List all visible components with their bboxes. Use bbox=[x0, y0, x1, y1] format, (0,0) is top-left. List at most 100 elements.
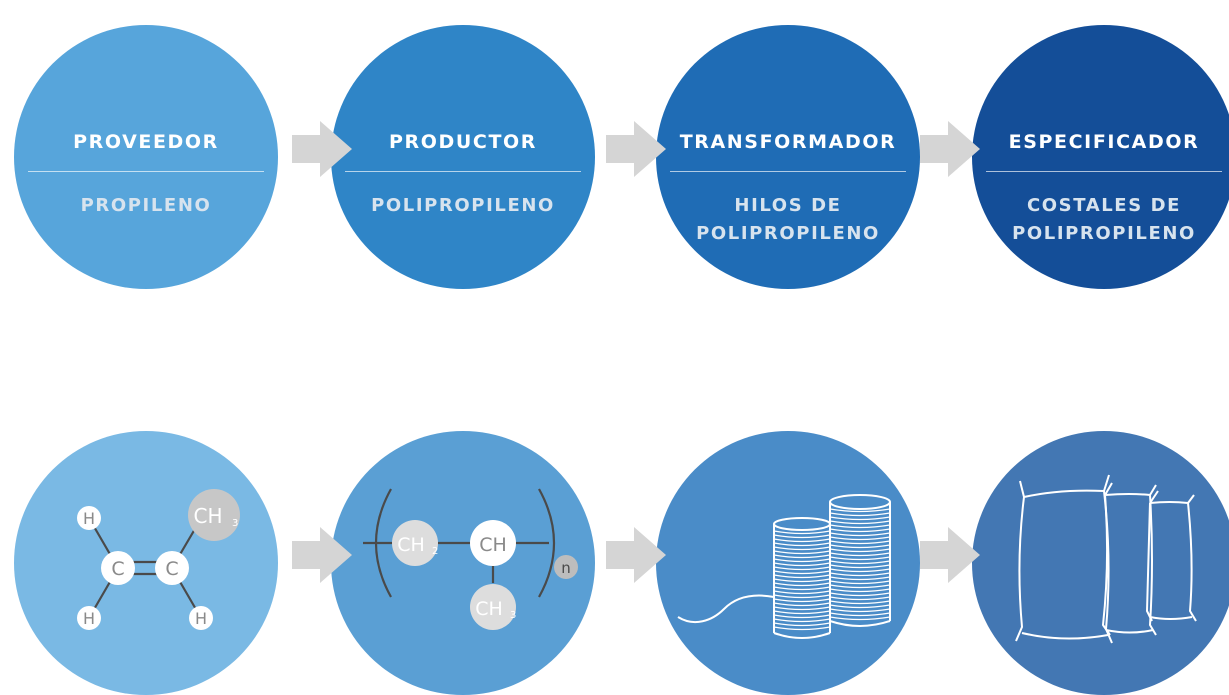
ch-group-label: CH bbox=[479, 534, 507, 556]
thread-winding bbox=[773, 622, 831, 627]
arrow-right-icon bbox=[920, 527, 980, 583]
thread-winding bbox=[773, 582, 831, 587]
stage-product-line: HILOS DE bbox=[734, 195, 842, 216]
thread-spools-icon bbox=[677, 494, 891, 639]
stage-divider bbox=[986, 171, 1222, 172]
stage-product-line: POLIPROPILENO bbox=[1012, 223, 1196, 244]
stage-title-productor: PRODUCTOR bbox=[389, 131, 537, 153]
thread-winding bbox=[773, 542, 831, 547]
thread-winding bbox=[829, 532, 891, 537]
thread-winding bbox=[773, 578, 831, 583]
propylene-molecule-circle: H H H C C CH 3 bbox=[14, 431, 278, 695]
thread-winding bbox=[773, 530, 831, 535]
atom-c-label: C bbox=[165, 558, 178, 580]
thread-winding bbox=[773, 614, 831, 619]
thread-winding bbox=[829, 580, 891, 585]
ch3-subscript: 3 bbox=[232, 518, 238, 529]
thread-winding bbox=[773, 534, 831, 539]
thread-winding bbox=[829, 564, 891, 569]
thread-winding bbox=[773, 626, 831, 631]
thread-winding bbox=[773, 566, 831, 571]
thread-winding bbox=[829, 528, 891, 533]
thread-winding bbox=[829, 616, 891, 621]
arrow-right-icon bbox=[292, 121, 352, 177]
arrow-right-icon bbox=[606, 527, 666, 583]
arrow-right-icon bbox=[606, 121, 666, 177]
stage-especificador: ESPECIFICADOR COSTALES DE POLIPROPILENO bbox=[972, 25, 1229, 289]
thread-winding bbox=[829, 604, 891, 609]
polypropylene-molecule-icon: CH CH 2 3 CH n bbox=[363, 488, 578, 630]
thread-winding bbox=[829, 540, 891, 545]
thread-winding bbox=[829, 556, 891, 561]
thread-winding bbox=[829, 588, 891, 593]
thread-winding bbox=[829, 524, 891, 529]
thread-winding bbox=[773, 590, 831, 595]
ch2-subscript: 2 bbox=[432, 546, 438, 557]
thread-winding bbox=[829, 552, 891, 557]
thread-winding bbox=[829, 560, 891, 565]
thread-winding bbox=[773, 594, 831, 599]
thread-winding bbox=[773, 538, 831, 543]
thread-winding bbox=[829, 568, 891, 573]
thread-winding bbox=[773, 558, 831, 563]
thread-winding bbox=[829, 548, 891, 553]
thread-winding bbox=[829, 608, 891, 613]
stage-product-line: PROPILENO bbox=[80, 195, 212, 216]
stage-product-line: POLIPROPILENO bbox=[371, 195, 555, 216]
stage-divider bbox=[28, 171, 264, 172]
propylene-molecule-icon: H H H C C CH 3 bbox=[77, 489, 240, 630]
stage-product-productor: POLIPROPILENO bbox=[345, 192, 581, 220]
thread-winding bbox=[829, 544, 891, 549]
repeat-n-label: n bbox=[561, 559, 571, 577]
thread-winding bbox=[829, 516, 891, 521]
thread-winding bbox=[829, 612, 891, 617]
stage-product-line: POLIPROPILENO bbox=[696, 223, 880, 244]
polypropylene-molecule-circle: CH CH 2 3 CH n bbox=[331, 431, 595, 695]
thread-winding bbox=[829, 596, 891, 601]
atom-c-label: C bbox=[111, 558, 124, 580]
stage-product-proveedor: PROPILENO bbox=[28, 192, 264, 220]
atom-h-label: H bbox=[83, 609, 95, 628]
thread-winding bbox=[829, 584, 891, 589]
stage-divider bbox=[670, 171, 906, 172]
thread-winding bbox=[829, 600, 891, 605]
ch2-group-label: CH bbox=[397, 534, 425, 556]
stage-divider bbox=[345, 171, 581, 172]
thread-winding bbox=[773, 574, 831, 579]
sacks-circle bbox=[972, 431, 1229, 695]
thread-winding bbox=[829, 512, 891, 517]
thread-winding bbox=[829, 576, 891, 581]
stage-title-transformador: TRANSFORMADOR bbox=[679, 131, 897, 153]
stage-transformador: TRANSFORMADOR HILOS DE POLIPROPILENO bbox=[656, 25, 920, 289]
thread-winding bbox=[773, 550, 831, 555]
stage-title-especificador: ESPECIFICADOR bbox=[1008, 131, 1200, 153]
thread-winding bbox=[773, 570, 831, 575]
thread-winding bbox=[829, 592, 891, 597]
sacks-icon bbox=[1015, 474, 1197, 644]
atom-h-label: H bbox=[83, 509, 95, 528]
thread-winding bbox=[829, 508, 891, 513]
stage-productor: PRODUCTOR POLIPROPILENO bbox=[331, 25, 595, 289]
stage-proveedor: PROVEEDOR PROPILENO bbox=[14, 25, 278, 289]
thread-winding bbox=[773, 602, 831, 607]
thread-winding bbox=[829, 520, 891, 525]
thread-winding bbox=[773, 606, 831, 611]
ch3-subscript: 3 bbox=[510, 610, 516, 621]
thread-winding bbox=[829, 536, 891, 541]
thread-winding bbox=[829, 572, 891, 577]
thread-winding bbox=[773, 546, 831, 551]
thread-winding bbox=[773, 554, 831, 559]
stage-product-transformador: HILOS DE POLIPROPILENO bbox=[670, 192, 906, 248]
thread-winding bbox=[773, 598, 831, 603]
thread-circle bbox=[656, 431, 920, 695]
thread-winding bbox=[773, 618, 831, 623]
atom-h-label: H bbox=[195, 609, 207, 628]
thread-winding bbox=[773, 562, 831, 567]
arrow-right-icon bbox=[292, 527, 352, 583]
stage-product-especificador: COSTALES DE POLIPROPILENO bbox=[986, 192, 1222, 248]
ch3-group-label: CH bbox=[475, 598, 503, 620]
stage-product-line: COSTALES DE bbox=[1026, 195, 1182, 216]
ch3-group-label: CH bbox=[193, 504, 222, 528]
thread-winding bbox=[773, 610, 831, 615]
thread-winding bbox=[773, 586, 831, 591]
